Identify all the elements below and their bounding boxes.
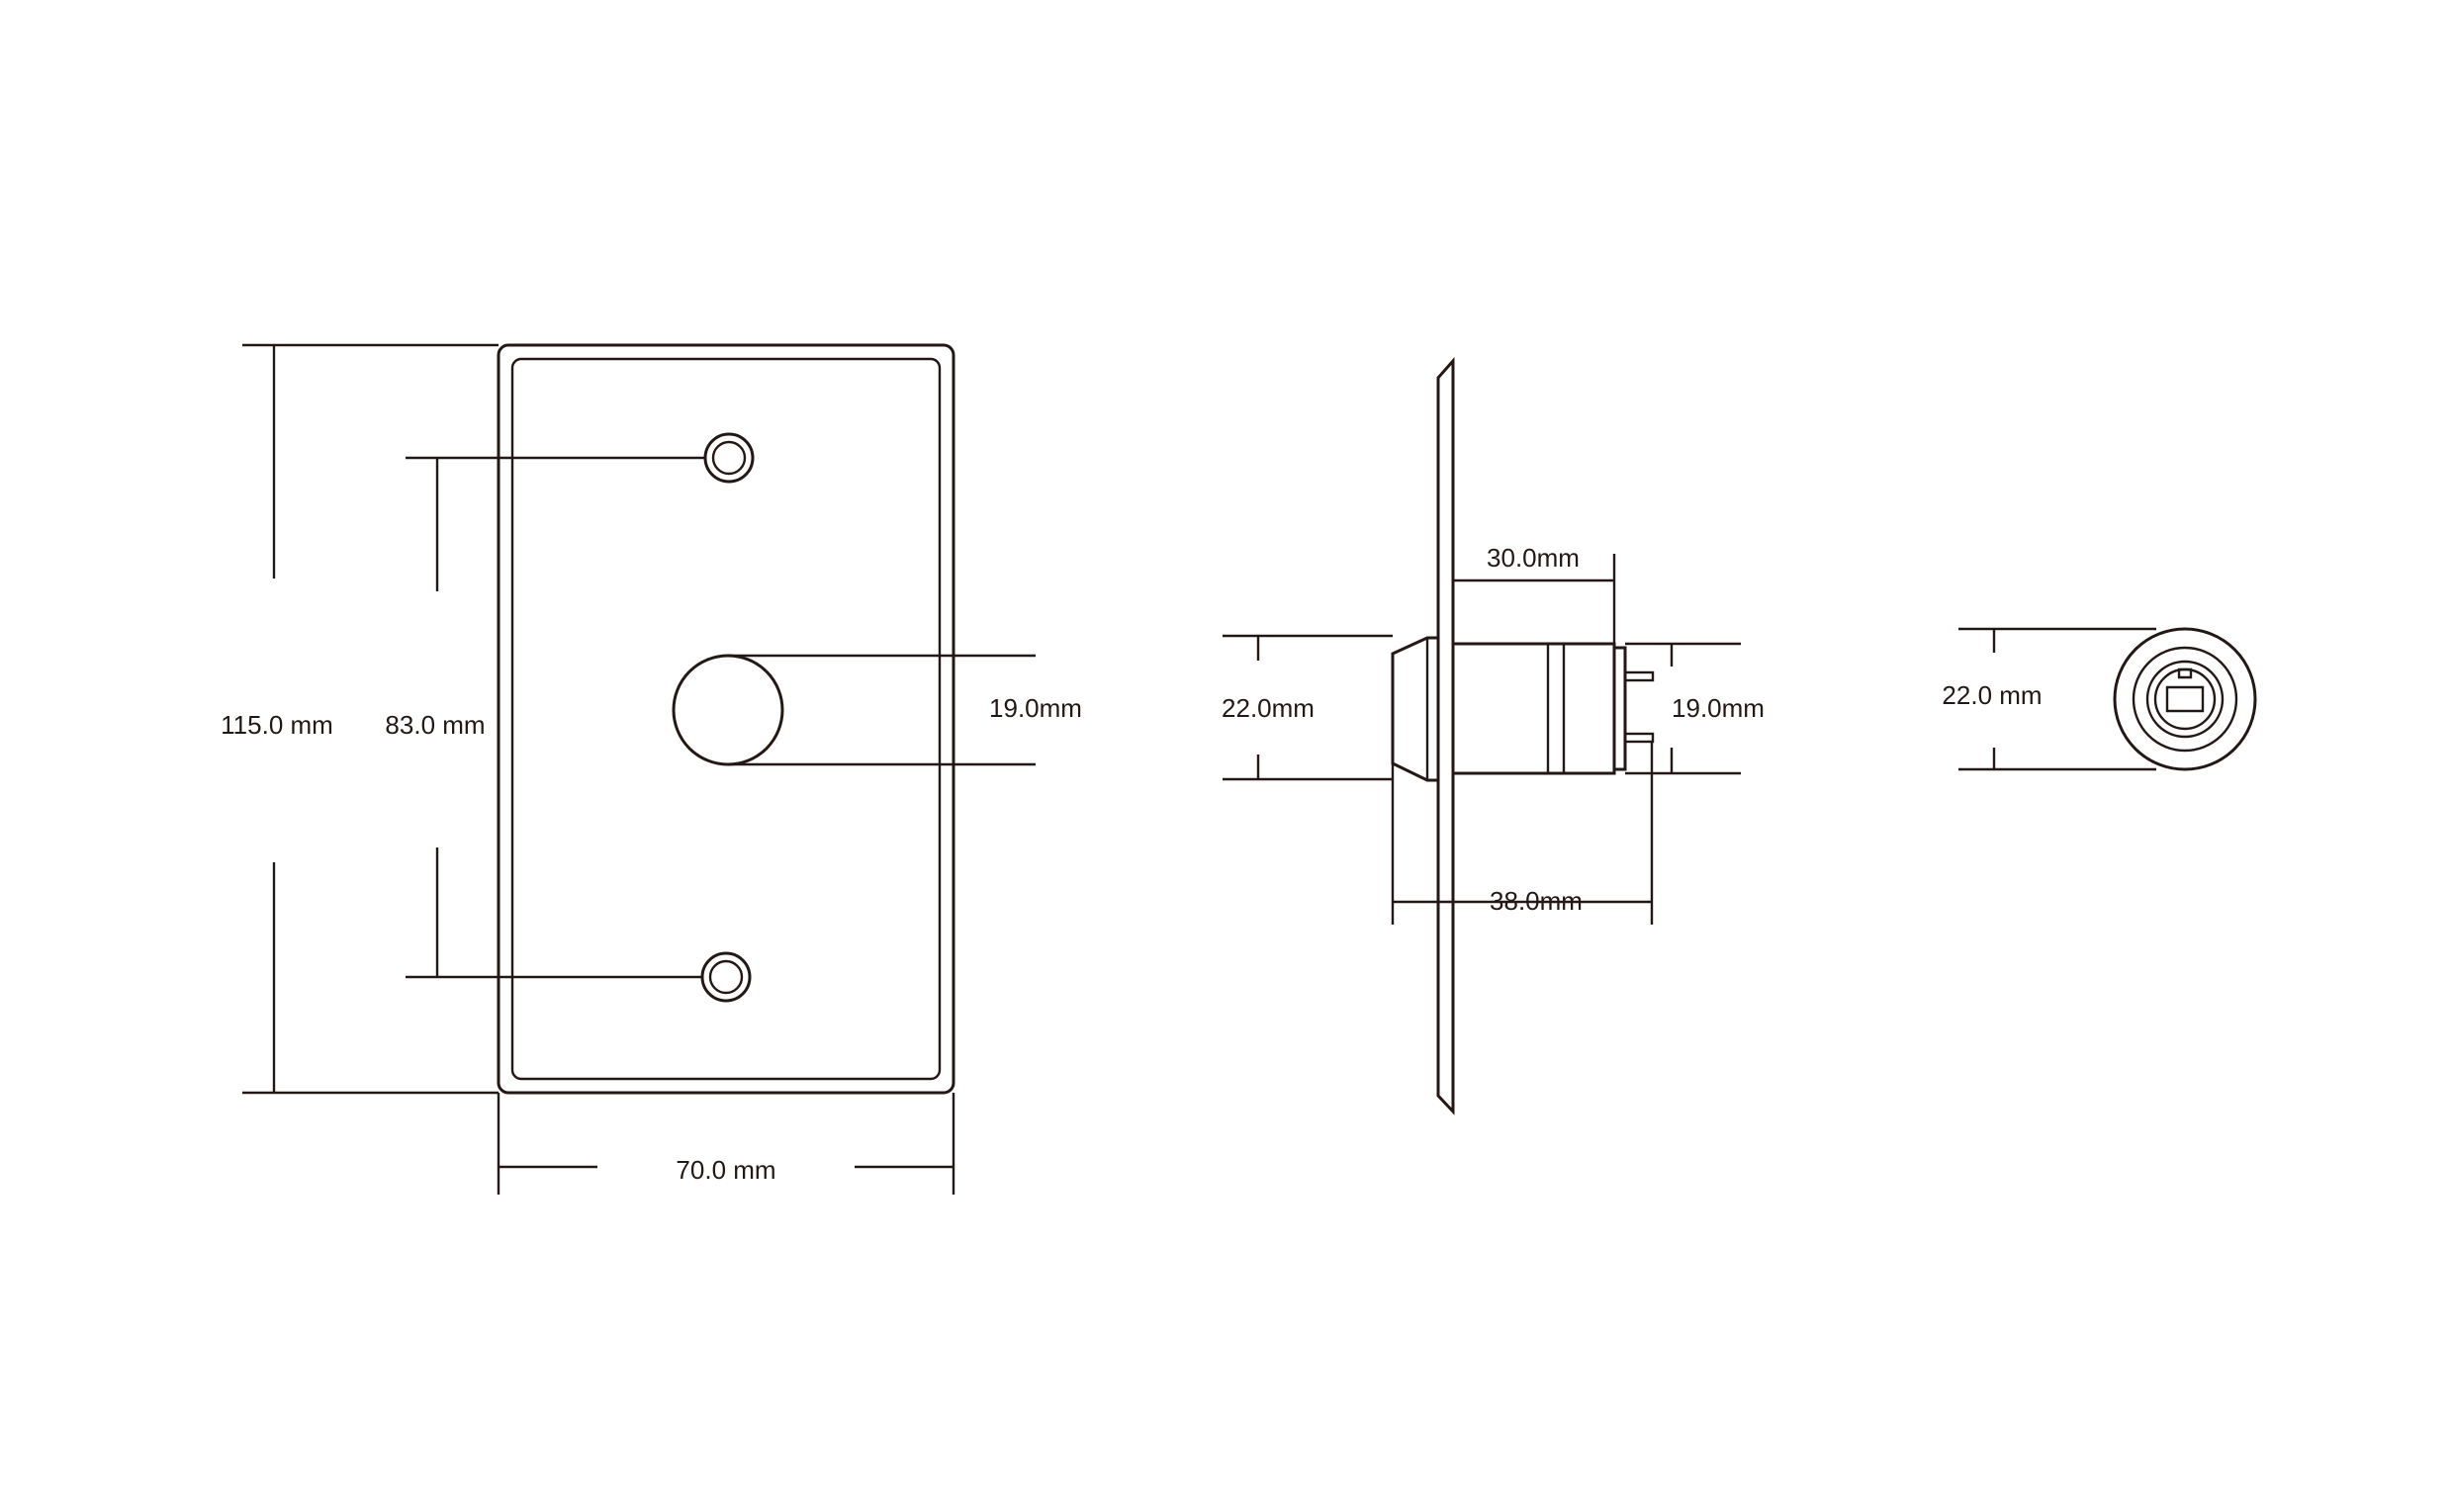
button-cap-profile (1391, 636, 1440, 782)
switch-body (1451, 642, 1616, 775)
faceplate-outer (497, 343, 955, 1095)
body-height-label: 19.0mm (1672, 693, 1765, 723)
keyway-icon (2165, 667, 2205, 713)
faceplate-inner (510, 357, 942, 1081)
faceplate-profile (1436, 357, 1455, 1115)
width-label: 70.0 mm (676, 1155, 775, 1185)
key-view: 22.0 mm (1942, 627, 2257, 771)
top-screw-hole-inner (711, 440, 747, 476)
key-ring-3 (2145, 660, 2225, 739)
cap-height-label: 22.0mm (1222, 693, 1315, 723)
terminal-block (1612, 646, 1627, 771)
key-diameter-label: 22.0 mm (1942, 680, 2042, 710)
bottom-screw-hole-inner (708, 959, 744, 995)
key-outer-ring (2113, 627, 2257, 771)
height-total-label: 115.0 mm (221, 710, 333, 740)
button-diameter-label: 19.0mm (989, 693, 1082, 723)
depth-body-label: 30.0mm (1487, 543, 1580, 573)
depth-total-label: 38.0mm (1490, 886, 1583, 916)
hole-spacing-label: 83.0 mm (385, 710, 485, 740)
side-view: 30.0mm 22.0mm 19.0mm 38.0mm (1222, 357, 1765, 1115)
key-ring-2 (2132, 646, 2238, 753)
button-circle (672, 654, 784, 766)
terminal-pin-top (1623, 670, 1655, 682)
terminal-pin-bottom (1623, 732, 1655, 744)
front-view: 115.0 mm 83.0 mm 19.0mm 70.0 mm (221, 343, 1082, 1195)
